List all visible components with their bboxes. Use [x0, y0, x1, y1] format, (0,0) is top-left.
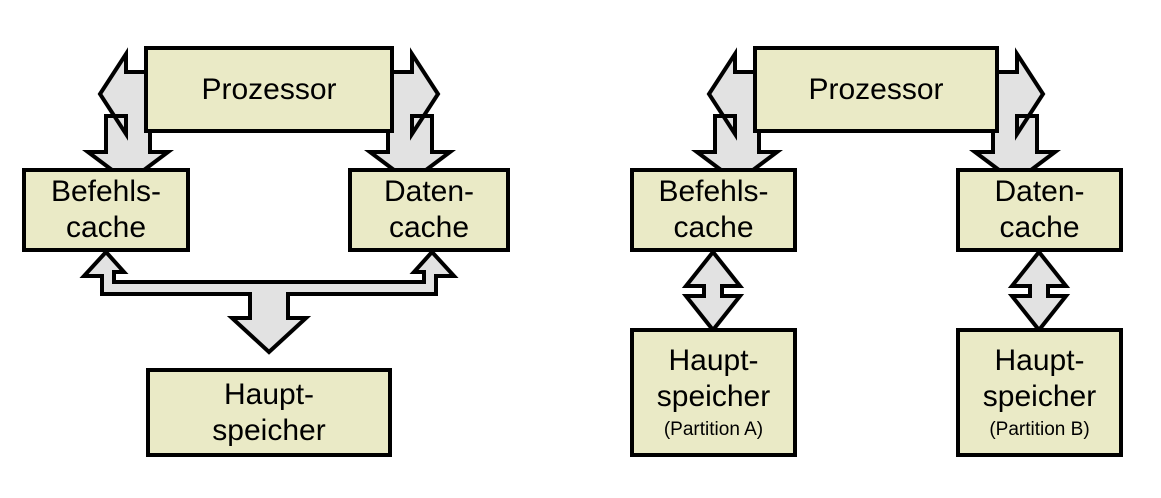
box-right-datencache[interactable]: [956, 168, 1123, 252]
box-left-befehlscache[interactable]: [22, 168, 190, 252]
box-left-datencache[interactable]: [348, 168, 510, 252]
arrow-left-hauptspeicher-caches: [79, 249, 459, 355]
box-right-hauptspeicher-a[interactable]: [630, 328, 797, 457]
box-left-prozessor[interactable]: [144, 46, 394, 133]
box-right-prozessor[interactable]: [753, 46, 999, 133]
box-right-befehlscache[interactable]: [630, 168, 797, 252]
box-left-hauptspeicher[interactable]: [146, 368, 392, 457]
box-right-hauptspeicher-b[interactable]: [956, 328, 1123, 457]
